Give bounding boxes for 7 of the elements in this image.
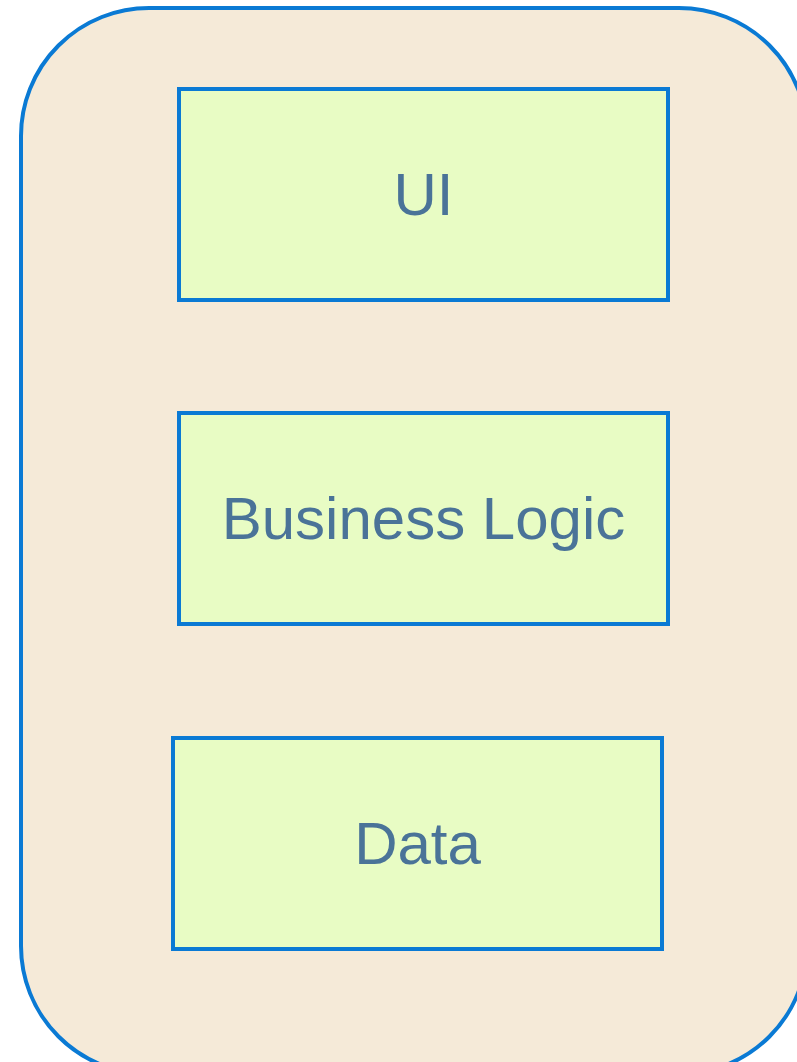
layer-box [177, 411, 670, 626]
layer-label: Business Logic [221, 484, 626, 553]
layer-label: UI [393, 160, 454, 229]
layer-box [177, 87, 670, 302]
container-box [19, 6, 797, 1062]
layer-box [171, 736, 664, 951]
layer-label: Data [354, 809, 481, 878]
